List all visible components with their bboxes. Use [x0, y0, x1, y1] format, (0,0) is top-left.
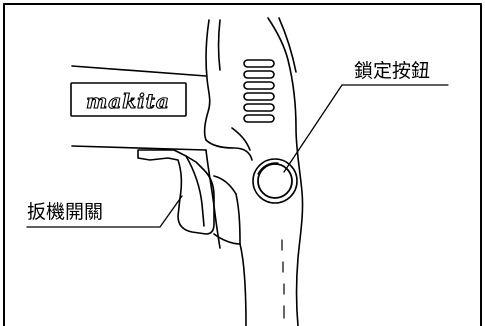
trigger-switch-shape	[137, 149, 215, 235]
figure-frame	[3, 3, 482, 326]
lock-button-leader	[283, 84, 449, 173]
lock-button-outer-ring	[252, 158, 298, 204]
vent-slot-4	[243, 92, 275, 101]
housing-outline	[203, 19, 211, 141]
lock-button-callout: 鎖定按鈕	[354, 60, 431, 82]
vent-slot-2	[243, 70, 275, 79]
vent-slot-6	[243, 114, 275, 123]
makita-logo-text: makita	[86, 89, 170, 113]
vent-slot-3	[243, 81, 275, 90]
trigger-switch-callout: 扳機開關	[27, 201, 104, 223]
vent-slot-5	[243, 103, 275, 112]
trigger-leader	[26, 195, 183, 228]
vent-slot-1	[243, 59, 275, 68]
makita-logo-box	[70, 82, 187, 117]
lock-button	[257, 163, 293, 199]
